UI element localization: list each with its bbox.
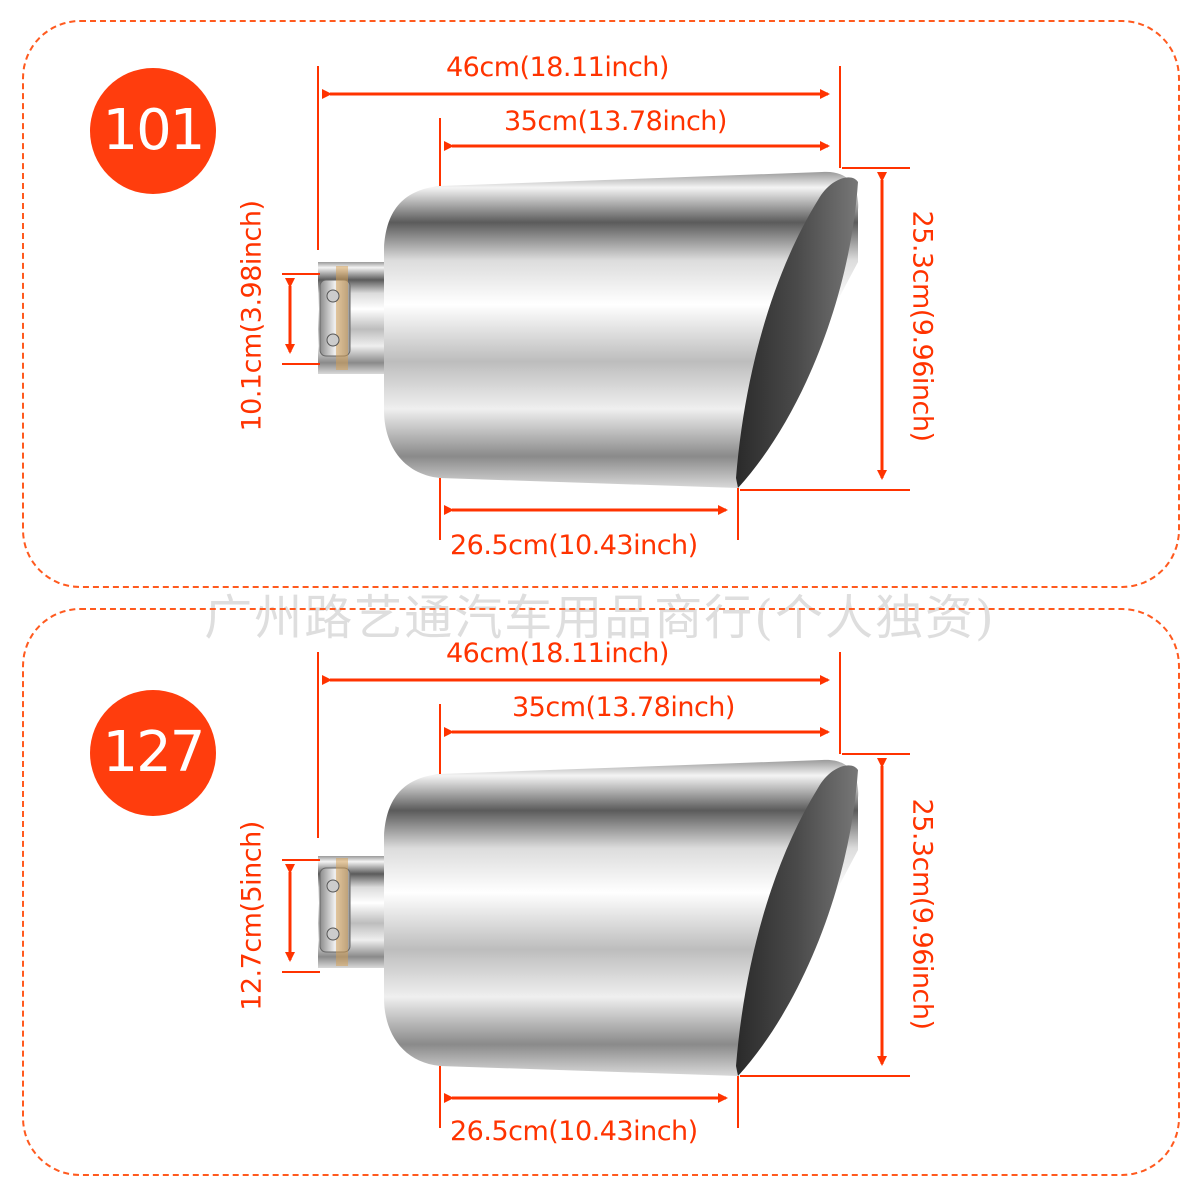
model-badge: 127 [90, 690, 216, 816]
dimension-arrows-101 [285, 89, 887, 515]
guide-lines-127 [282, 652, 910, 1128]
model-badge: 101 [90, 68, 216, 194]
tip-body [384, 171, 859, 488]
exhaust-tip-127 [318, 759, 859, 1076]
tip-body [384, 759, 859, 1076]
total-length-label: 46cm(18.11inch) [446, 52, 669, 83]
tip-outlet [736, 177, 858, 488]
bottom-length-label: 26.5cm(10.43inch) [450, 1116, 698, 1147]
body-length-label: 35cm(13.78inch) [504, 106, 727, 137]
guide-lines-101 [282, 66, 910, 540]
product-panel-101 [22, 20, 1180, 588]
outlet-height-label: 25.3cm(9.96inch) [906, 798, 938, 1030]
inlet-diameter-label: 10.1cm(3.98inch) [236, 200, 268, 432]
dimension-arrows-127 [285, 675, 887, 1103]
total-length-label: 46cm(18.11inch) [446, 638, 669, 669]
tip-outlet [736, 765, 858, 1076]
body-length-label: 35cm(13.78inch) [512, 692, 735, 723]
exhaust-tip-101 [318, 171, 859, 488]
bottom-length-label: 26.5cm(10.43inch) [450, 530, 698, 561]
outlet-height-label: 25.3cm(9.96inch) [906, 210, 938, 442]
product-panel-127 [22, 608, 1180, 1176]
clamp-icon [319, 858, 351, 966]
clamp-icon [319, 266, 351, 370]
inlet-diameter-label: 12.7cm(5inch) [236, 821, 268, 1011]
watermark: 广州路艺通汽车用品商行(个人独资) [204, 590, 996, 646]
